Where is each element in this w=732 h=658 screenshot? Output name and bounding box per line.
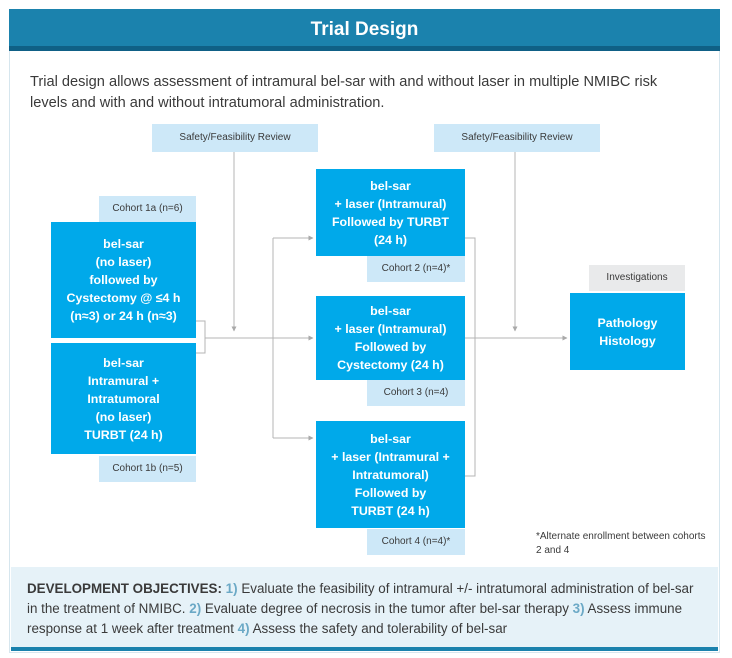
investigations-box: Pathology Histology — [570, 293, 685, 370]
cohort-1-bracket — [196, 320, 206, 354]
objectives-title: DEVELOPMENT OBJECTIVES: — [27, 581, 222, 596]
cohort-2-label: Cohort 2 (n=4)* — [367, 256, 465, 282]
cohort-1a-box: bel-sar (no laser) followed by Cystectom… — [51, 222, 196, 338]
cohort-4-box: bel-sar + laser (Intramural + Intratumor… — [316, 421, 465, 528]
cohort-2-box: bel-sar + laser (Intramural) Followed by… — [316, 169, 465, 256]
review-1-label: Safety/Feasibility Review — [152, 124, 318, 152]
page-title: Trial Design — [310, 19, 419, 40]
right-bracket — [465, 237, 476, 477]
objective-3-text: Assess immune response at 1 week after t… — [27, 601, 683, 636]
objective-2-text: Evaluate degree of necrosis in the tumor… — [204, 601, 569, 616]
enrollment-note: *Alternate enrollment between cohorts 2 … — [536, 531, 706, 556]
objective-3-num: 3) — [572, 601, 585, 616]
title-banner: Trial Design — [9, 9, 720, 51]
objective-4-text: Assess the safety and tolerability of be… — [252, 621, 508, 636]
cohort-1b-box: bel-sar Intramural + Intratumoral (no la… — [51, 343, 196, 454]
cohort-1b-label: Cohort 1b (n=5) — [99, 456, 196, 482]
cohort-4-label: Cohort 4 (n=4)* — [367, 529, 465, 555]
intro-text: Trial design allows assessment of intram… — [30, 74, 658, 111]
objective-1-text: Evaluate the feasibility of intramural +… — [27, 581, 694, 616]
cohort-3-label: Cohort 3 (n=4) — [367, 380, 465, 406]
investigations-label: Investigations — [589, 265, 685, 291]
objective-4-num: 4) — [237, 621, 250, 636]
objectives-text: DEVELOPMENT OBJECTIVES: 1) Evaluate the … — [27, 579, 707, 639]
objective-2-num: 2) — [189, 601, 202, 616]
cohort-3-box: bel-sar + laser (Intramural) Followed by… — [316, 296, 465, 380]
cohort-1a-label: Cohort 1a (n=6) — [99, 196, 196, 222]
objective-1-num: 1) — [225, 581, 238, 596]
objectives-panel: DEVELOPMENT OBJECTIVES: 1) Evaluate the … — [11, 567, 718, 651]
review-2-label: Safety/Feasibility Review — [434, 124, 600, 152]
